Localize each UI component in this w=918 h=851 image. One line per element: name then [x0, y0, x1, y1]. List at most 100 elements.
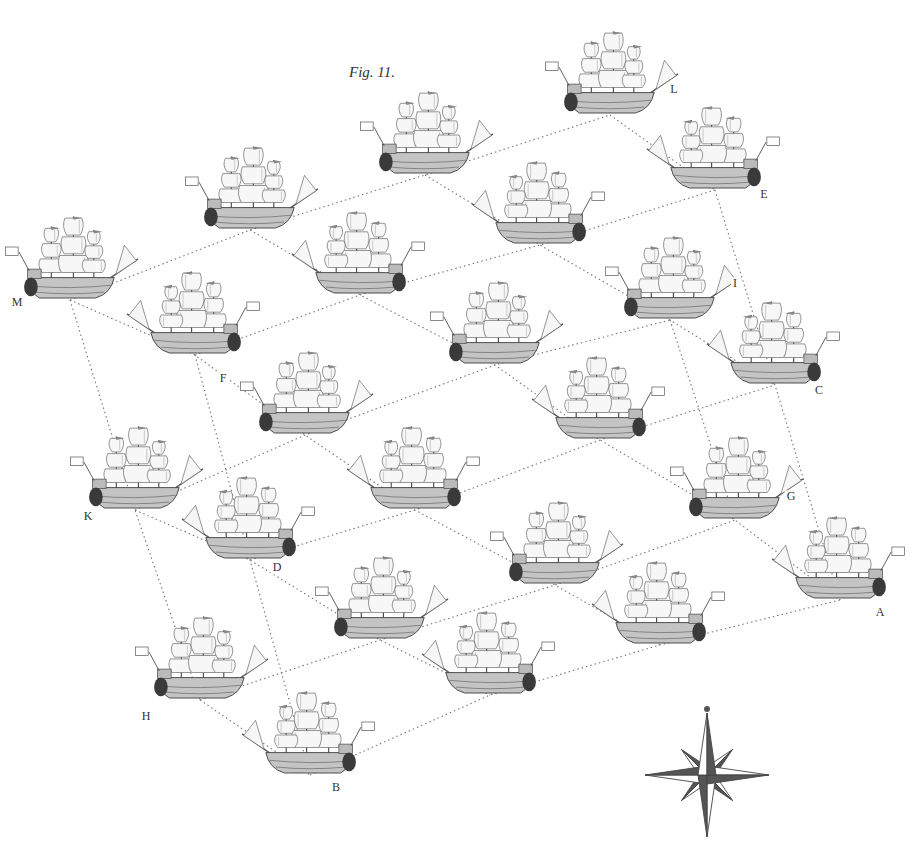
compass-point	[707, 713, 716, 775]
jib-sail	[709, 330, 729, 359]
ship	[472, 161, 605, 243]
pennant	[628, 575, 637, 578]
sail	[505, 205, 528, 217]
sail	[126, 447, 151, 464]
sail-shading	[259, 150, 260, 164]
ensign-flag	[605, 267, 618, 276]
hull-wale	[696, 505, 776, 514]
hull-wale	[319, 280, 399, 289]
sail-shading	[434, 95, 435, 109]
ensign-flag	[135, 647, 148, 656]
sail-shading	[456, 137, 457, 146]
sail	[524, 182, 549, 199]
sail	[395, 586, 413, 598]
sail	[460, 627, 473, 639]
pennant	[328, 225, 337, 228]
sail-shading	[701, 282, 702, 291]
sail	[627, 591, 645, 603]
sail-shading	[146, 449, 147, 463]
sail-shading	[597, 60, 598, 70]
stern-castle	[453, 334, 467, 343]
sail-shading	[119, 440, 120, 450]
ship	[670, 436, 803, 518]
ensign-staff	[559, 67, 569, 86]
stern	[509, 563, 523, 582]
sail-shading	[276, 163, 277, 172]
ship	[605, 236, 738, 318]
hull	[29, 278, 114, 298]
sail-shading	[427, 455, 428, 465]
sail-shading	[98, 248, 99, 257]
pennant	[73, 216, 82, 219]
sail-shading	[430, 440, 431, 450]
sail	[244, 148, 264, 165]
sail	[682, 136, 700, 148]
sail	[204, 299, 224, 313]
pennant	[673, 236, 682, 239]
sail	[147, 470, 170, 482]
ensign-staff	[504, 537, 514, 556]
sail-shading	[513, 178, 514, 187]
ensign-staff	[329, 592, 339, 611]
sail	[330, 227, 343, 239]
stern	[334, 618, 348, 637]
hull-wale	[96, 495, 176, 504]
hull-wale	[161, 685, 241, 694]
sail-shading	[521, 298, 522, 307]
sail	[510, 177, 523, 189]
hull	[496, 223, 581, 243]
sail-shading	[289, 365, 290, 375]
sail-shading	[568, 402, 569, 411]
pennant	[94, 230, 103, 233]
sail-shading	[237, 175, 238, 185]
ensign-flag	[712, 592, 725, 601]
point-letter: M	[10, 296, 25, 309]
figure-title: Fig. 11.	[347, 64, 397, 81]
sail	[399, 103, 414, 117]
sail-shading	[463, 628, 464, 637]
sail-shading	[240, 480, 241, 494]
stern	[572, 223, 586, 242]
point-letter: H	[140, 710, 153, 723]
jib-sail	[424, 640, 444, 669]
sail-shading	[461, 643, 462, 652]
hull	[569, 93, 654, 113]
sail	[671, 573, 686, 587]
pennant	[404, 570, 413, 573]
sail-shading	[852, 545, 853, 555]
sail	[627, 47, 640, 59]
sail	[489, 283, 509, 300]
ensign-staff	[684, 472, 694, 491]
pennant	[476, 292, 485, 295]
stern-castle	[444, 479, 458, 488]
ship	[430, 281, 563, 363]
sail-shading	[648, 584, 649, 598]
sail	[354, 568, 369, 582]
pennant	[568, 370, 577, 373]
hull	[339, 618, 424, 638]
ensign-flag	[670, 467, 683, 476]
sail-shading	[727, 135, 728, 145]
ensign-flag	[592, 192, 605, 201]
pennant	[508, 175, 517, 178]
sail-shading	[405, 430, 406, 444]
ensign-flag	[542, 642, 555, 651]
jib-sail	[601, 530, 621, 559]
pennant	[205, 282, 214, 285]
ship	[70, 426, 203, 508]
pennant	[808, 530, 817, 533]
pennant	[383, 440, 392, 443]
sail-shading	[748, 318, 749, 327]
sail	[685, 266, 703, 278]
sail-shading	[453, 123, 454, 132]
point-letter: K	[82, 510, 95, 523]
sail-shading	[478, 634, 479, 648]
sail	[664, 238, 684, 255]
sail	[206, 283, 221, 297]
sail	[279, 363, 294, 377]
sail	[174, 628, 189, 642]
sail-shading	[187, 645, 188, 655]
sail-shading	[654, 250, 655, 260]
sail	[234, 497, 259, 514]
sail-shading	[502, 640, 503, 650]
